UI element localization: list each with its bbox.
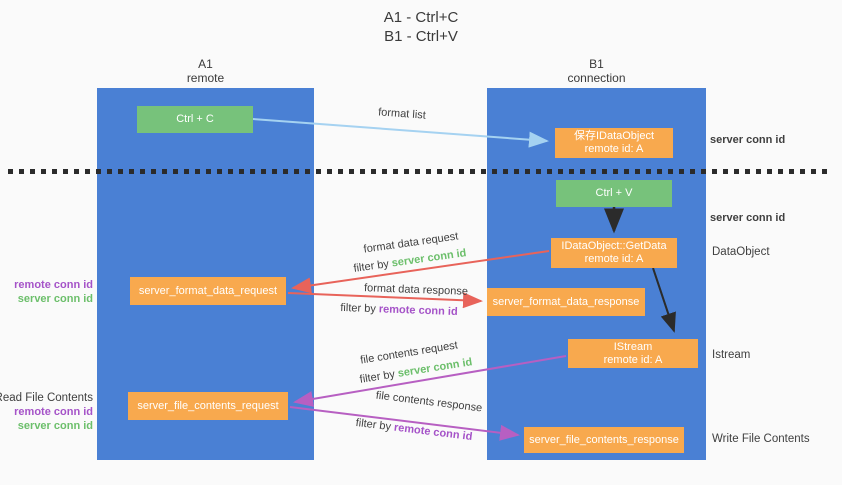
server-file-contents-request-label: server_file_contents_request xyxy=(137,399,279,412)
annotation-dataobject: DataObject xyxy=(712,246,770,258)
diagram-title: A1 - Ctrl+C B1 - Ctrl+V xyxy=(0,8,842,46)
getdata-title: IDataObject::GetData xyxy=(561,240,667,252)
node-ctrl-c: Ctrl + C xyxy=(137,106,253,133)
session-separator-line xyxy=(8,169,832,174)
server-format-data-response-label: server_format_data_response xyxy=(492,295,640,308)
istream-remote-id: remote id: A xyxy=(603,353,663,366)
label-format-data-response: format data response xyxy=(363,282,469,298)
filter-prefix: filter by xyxy=(358,367,399,386)
annotation-write-file-contents: Write File Contents xyxy=(712,433,810,445)
node-server-format-data-request: server_format_data_request xyxy=(130,277,286,305)
ctrl-v-label: Ctrl + V xyxy=(595,187,633,199)
title-line-ctrl-c: A1 - Ctrl+C xyxy=(383,9,459,26)
filter-prefix: filter by xyxy=(355,416,395,434)
ctrl-c-label: Ctrl + C xyxy=(176,113,214,125)
remote-conn-id-text: remote conn id xyxy=(393,421,473,444)
annotation-remote-conn-id-1: remote conn id xyxy=(14,279,93,291)
a1-name: A1 xyxy=(198,57,213,71)
filter-prefix: filter by xyxy=(352,257,393,275)
istream-title: IStream xyxy=(613,340,653,353)
title-line-ctrl-v: B1 - Ctrl+V xyxy=(384,28,458,45)
save-idataobject-remote-id: remote id: A xyxy=(584,143,644,155)
b1-subtitle: connection xyxy=(567,71,626,85)
node-istream: IStream remote id: A xyxy=(568,339,698,368)
server-conn-id-text: server conn id xyxy=(390,247,468,270)
node-ctrl-v: Ctrl + V xyxy=(556,180,672,207)
annotation-istream: Istream xyxy=(712,349,751,361)
a1-subtitle: remote xyxy=(186,71,225,85)
annotation-server-conn-id-2: server conn id xyxy=(17,420,93,432)
label-file-contents-response: file contents response xyxy=(375,389,483,415)
annotation-remote-conn-id-2: remote conn id xyxy=(14,406,93,418)
annotation-read-file-block: Read File Contents remote conn id server… xyxy=(0,391,93,433)
node-server-file-contents-response: server_file_contents_response xyxy=(524,427,684,453)
column-header-a1: A1 remote xyxy=(97,57,314,85)
remote-conn-id-text: remote conn id xyxy=(378,303,458,319)
node-idataobject-getdata: IDataObject::GetData remote id: A xyxy=(551,238,677,268)
filter-prefix: filter by xyxy=(340,301,380,316)
save-idataobject-title: 保存IDataObject xyxy=(573,130,655,142)
server-format-data-request-label: server_format_data_request xyxy=(138,284,278,297)
b1-name: B1 xyxy=(589,57,604,71)
node-server-file-contents-request: server_file_contents_request xyxy=(128,392,288,420)
annotation-server-conn-id-top: server conn id xyxy=(710,134,786,146)
label-format-list: format list xyxy=(377,106,427,122)
column-header-b1: B1 connection xyxy=(487,57,706,85)
server-conn-id-text: server conn id xyxy=(396,356,474,380)
server-file-contents-response-label: server_file_contents_response xyxy=(529,433,679,446)
getdata-remote-id: remote id: A xyxy=(584,253,644,265)
annotation-read-file-contents: Read File Contents xyxy=(0,392,93,404)
annotation-conn-ids-format: remote conn id server conn id xyxy=(14,278,93,306)
node-server-format-data-response: server_format_data_response xyxy=(487,288,645,316)
label-filter-by-remote-conn-id-2: filter by remote conn id xyxy=(355,417,473,443)
annotation-server-conn-id-mid: server conn id xyxy=(710,212,786,224)
node-save-idataobject: 保存IDataObject remote id: A xyxy=(555,128,673,158)
label-filter-by-remote-conn-id-1: filter by remote conn id xyxy=(340,302,458,318)
annotation-server-conn-id-1: server conn id xyxy=(17,293,93,305)
